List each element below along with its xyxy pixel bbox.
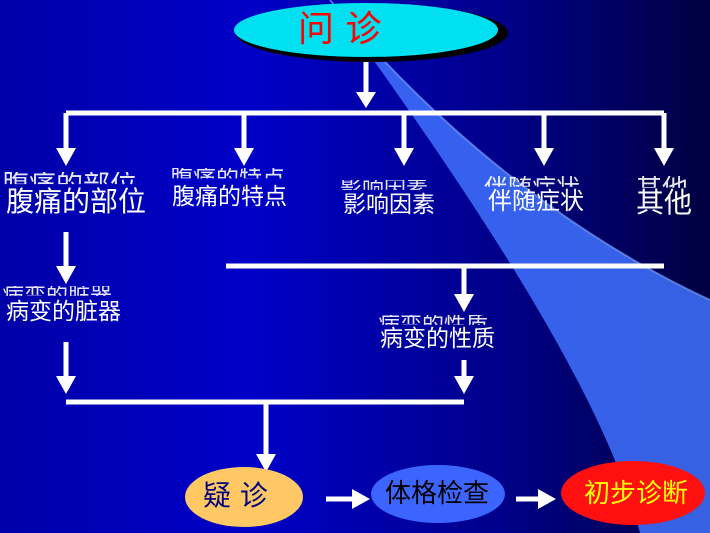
factor-influences-label: 影响因素 [343,192,435,218]
lesion-organ-label: 病变的脏器 [6,299,121,325]
suspected-diagnosis-label: 疑 诊 [203,479,268,512]
physical-exam-label: 体格检查 [385,479,490,509]
top-node-oval [234,3,498,57]
lesion-nature-label: 病变的性质 [380,326,495,352]
factor-other-label: 其他 [636,186,693,219]
ghost-nature: 病变的性质 [378,313,489,338]
connector-lines [56,62,674,509]
physical-exam-oval [371,465,505,523]
ghost-factor-4: 其他 [636,174,689,204]
suspected-diagnosis-oval [185,467,303,527]
factor-symptoms-label: 伴随症状 [488,187,584,215]
ghost-factor-1: 腹痛的特点 [170,166,285,192]
ghost-factor-2: 影响因素 [340,178,429,203]
factor-location-label: 腹痛的部位 [6,185,147,218]
ghost-factor-3: 伴随症状 [484,174,580,202]
preliminary-diagnosis-oval [561,461,705,525]
ghost-factor-0: 腹痛的部位 [2,170,137,201]
top-node-label: 问 诊 [298,9,382,50]
ghost-organ: 病变的脏器 [2,284,113,309]
factor-characteristics-label: 腹痛的特点 [172,184,287,210]
preliminary-diagnosis-label: 初步诊断 [584,479,689,509]
